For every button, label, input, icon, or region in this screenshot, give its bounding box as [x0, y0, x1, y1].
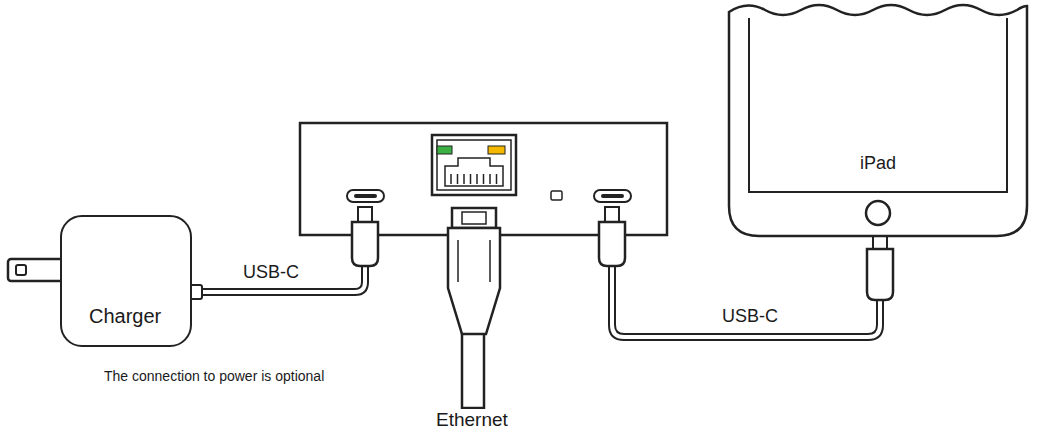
note: The connection to power is optional: [102, 368, 326, 384]
usb-c-cable: [612, 262, 880, 337]
ethernet-cable: [462, 330, 484, 408]
prong-hole: [16, 265, 26, 275]
plug-prong: [8, 259, 64, 281]
charger-box: Charger: [60, 215, 192, 347]
usb-c-port: [601, 194, 624, 198]
usb-c-plug: [599, 207, 625, 266]
tablet-outline: [727, 0, 1029, 238]
port-pins: [451, 174, 497, 184]
connector-label: Ethernet: [434, 409, 510, 431]
rj45-plug: [448, 208, 500, 334]
node-label: Charger: [89, 305, 161, 328]
usb-c-cable: [188, 262, 365, 299]
cable-label: USB-C: [241, 262, 301, 283]
cable-label: USB-C: [720, 306, 780, 327]
ethernet-port: [432, 135, 516, 195]
usb-c-port: [354, 194, 377, 198]
adapter-housing: [300, 123, 667, 235]
usb-c-port: [594, 190, 631, 202]
usb-c-port: [347, 190, 384, 202]
usb-c-plug: [352, 207, 378, 266]
usb-c-plug: [867, 235, 893, 300]
status-light: [551, 191, 562, 200]
node-label: iPad: [860, 153, 896, 174]
tablet-outline: iPad: [727, 0, 1029, 238]
